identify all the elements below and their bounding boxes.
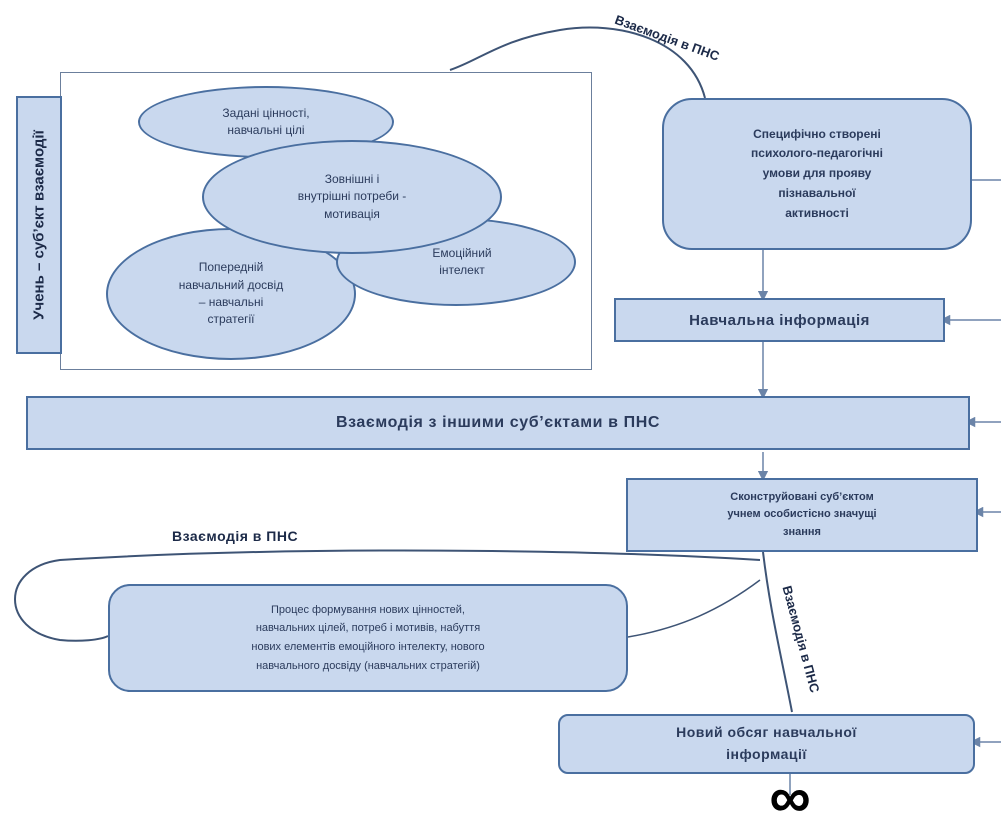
infinity-icon: ∞ <box>769 765 811 830</box>
ellipse-needs: Зовнішні і внутрішні потреби - мотивація <box>202 140 502 254</box>
subject-label: Учень – суб’єкт взаємодії <box>30 130 48 320</box>
box-new-information: Новий обсяг навчальної інформації <box>558 714 975 774</box>
subject-box <box>16 96 62 354</box>
label-left-interaction: Взаємодія в ПНС <box>172 528 299 544</box>
box-conditions: Специфічно створені психолого-педагогічн… <box>662 98 972 250</box>
label-right-interaction: Взаємодія в ПНС <box>779 584 823 695</box>
box-formation-process: Процес формування нових цінностей, навча… <box>108 584 628 692</box>
label-top-interaction: Взаємодія в ПНС <box>612 12 722 64</box>
box-constructed-knowledge: Сконструйовані суб’єктом учнем особистіс… <box>626 478 978 552</box>
ellipse-experience: Попередній навчальний досвід – навчальні… <box>106 228 356 360</box>
box-interaction-with-subjects: Взаємодія з іншими суб’єктами в ПНС <box>26 396 970 450</box>
box-educational-information: Навчальна інформація <box>614 298 945 342</box>
